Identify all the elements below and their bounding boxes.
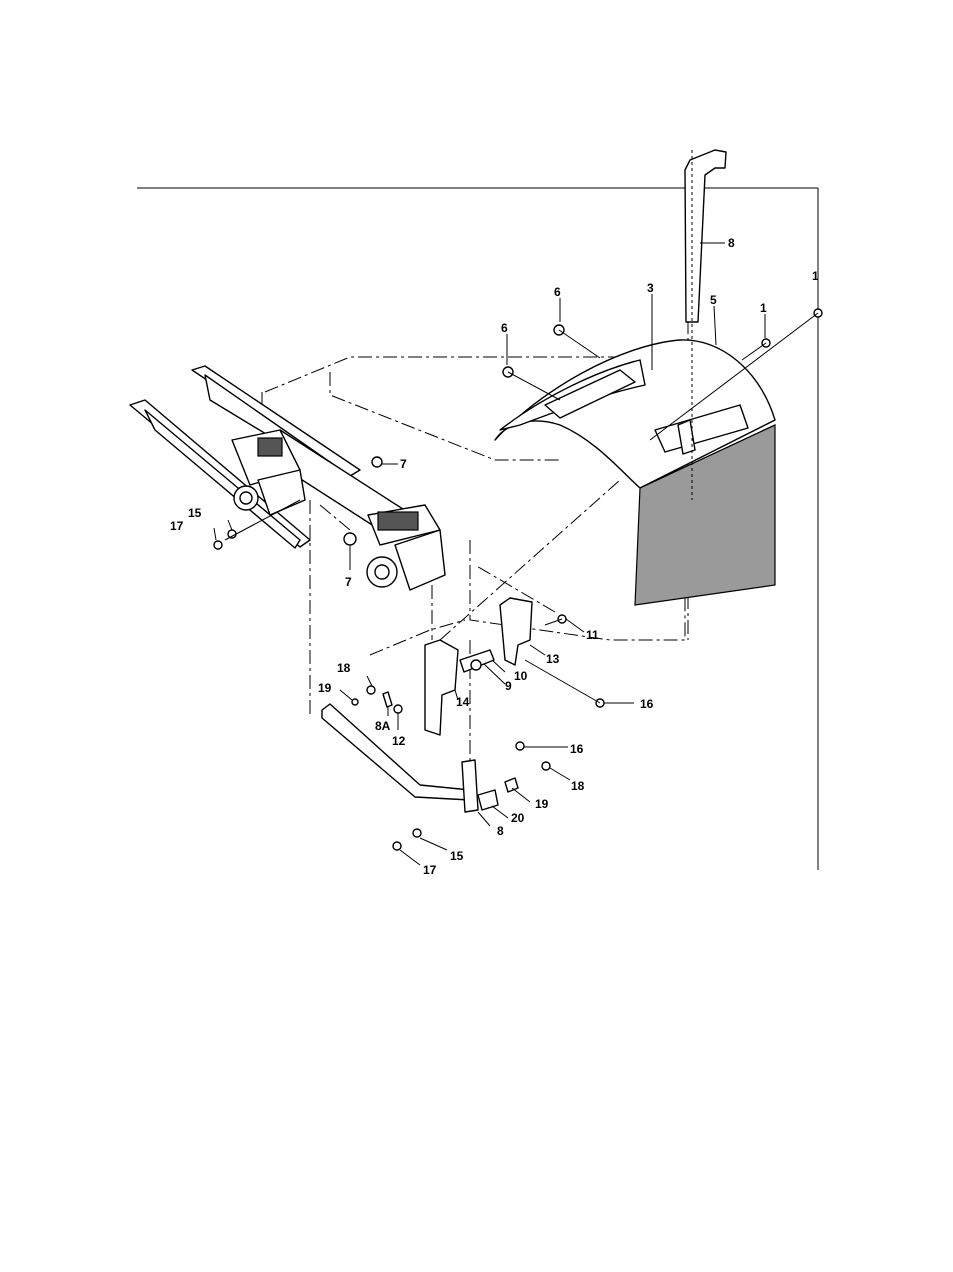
callout-8-a: 8: [728, 236, 735, 250]
callout-18-b: 18: [571, 779, 585, 793]
callout-7-b: 7: [345, 575, 352, 589]
callout-8A: 8A: [375, 719, 391, 733]
callout-5: 5: [710, 293, 717, 307]
callout-16-a: 16: [640, 697, 654, 711]
callout-1-b: 1: [760, 301, 767, 315]
callout-17-b: 17: [423, 863, 437, 877]
callout-12: 12: [392, 734, 406, 748]
callout-6-b: 6: [501, 321, 508, 335]
callout-11: 11: [586, 628, 599, 642]
callout-3: 3: [647, 281, 654, 295]
callout-15-a: 15: [188, 506, 202, 520]
callout-8-b: 8: [497, 824, 504, 838]
callout-10: 10: [514, 669, 528, 683]
callout-19-a: 19: [318, 681, 332, 695]
depth-control-rod: [322, 704, 498, 812]
callout-13: 13: [546, 652, 560, 666]
tine-shield: [495, 340, 775, 605]
mounting-bracket-14: [425, 640, 458, 735]
callout-17-a: 17: [170, 519, 184, 533]
callout-14: 14: [456, 695, 470, 709]
callout-15-b: 15: [450, 849, 464, 863]
callout-1-a: 1: [812, 269, 819, 283]
transmission-housing-right: [367, 505, 445, 590]
callout-6-a: 6: [554, 285, 561, 299]
mounting-bracket-13: [500, 598, 532, 665]
callout-9: 9: [505, 679, 512, 693]
callout-20: 20: [511, 811, 525, 825]
callout-16-b: 16: [570, 742, 584, 756]
callout-18-a: 18: [337, 661, 351, 675]
callout-7-a: 7: [400, 457, 407, 471]
callout-19-b: 19: [535, 797, 549, 811]
